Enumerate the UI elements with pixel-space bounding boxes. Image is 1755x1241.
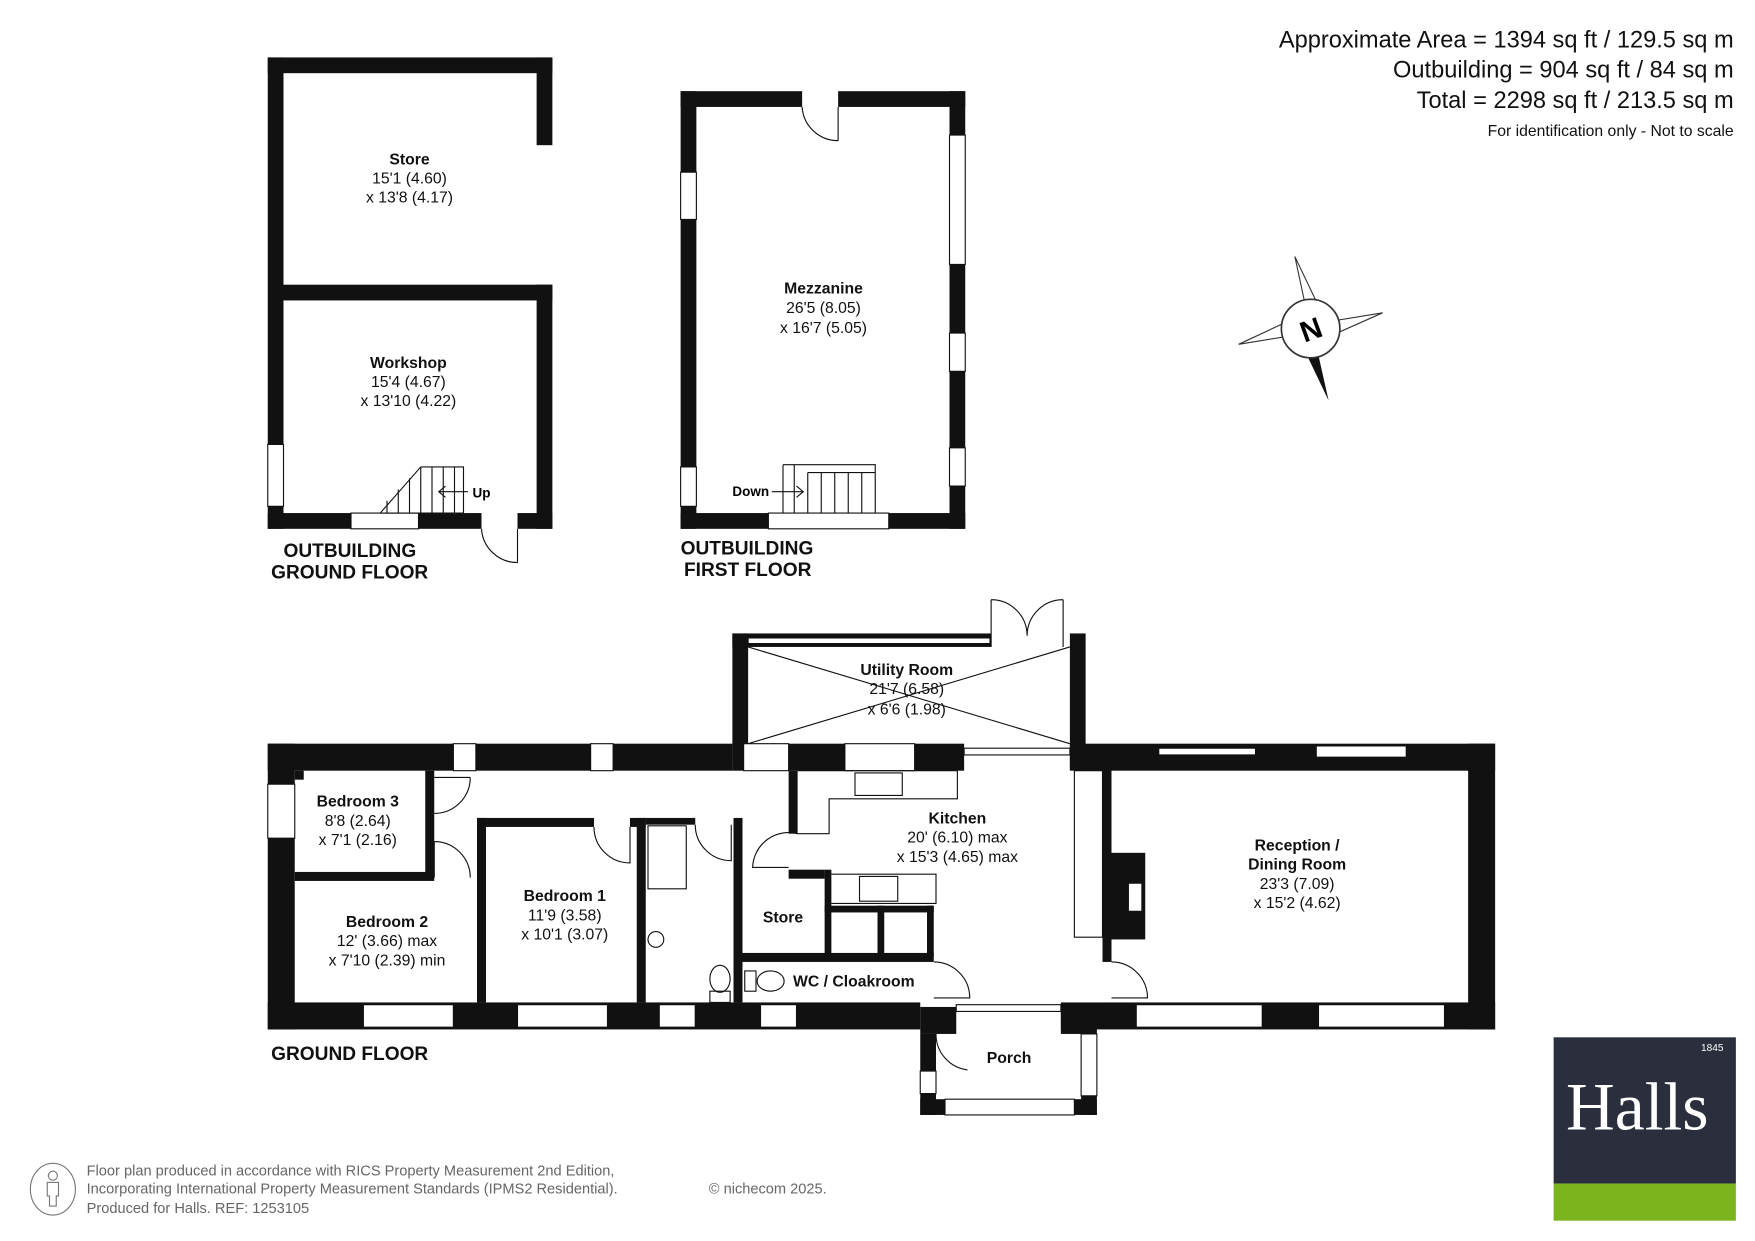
room-dim: x 10'1 (3.07) — [521, 926, 608, 943]
room-dim: 12' (3.66) max — [337, 933, 437, 950]
outbuilding-ground-floor-plan: Up Store 15'1 (4.60) x 13'8 (4.17) Works… — [267, 57, 553, 583]
room-dim: x 16'7 (5.05) — [780, 320, 867, 337]
room-name-bedroom-3: Bedroom 3 — [317, 794, 400, 811]
halls-logo: Halls 1845 — [1553, 1037, 1736, 1221]
footer-line-2: Incorporating International Property Mea… — [87, 1182, 618, 1198]
room-name-workshop: Workshop — [370, 355, 447, 372]
room-name-reception: Reception / — [1255, 838, 1341, 855]
room-name-mezzanine: Mezzanine — [784, 281, 863, 298]
floor-label: OUTBUILDING — [284, 541, 417, 562]
ground-floor-plan: Utility Room 21'7 (6.58) x 6'6 (1.98) Be… — [267, 599, 1496, 1116]
area-summary: Approximate Area = 1394 sq ft / 129.5 sq… — [1279, 27, 1734, 140]
room-dim: x 7'1 (2.16) — [319, 832, 397, 849]
floor-label: OUTBUILDING — [681, 539, 814, 560]
room-name-utility: Utility Room — [860, 662, 953, 679]
floor-label: GROUND FLOOR — [271, 562, 428, 583]
outbuilding-first-floor-plan: Down Mezzanine 26'5 (8.05) x 16'7 (5.05)… — [680, 91, 966, 581]
logo-text: Halls — [1566, 1070, 1708, 1145]
room-dim: x 6'6 (1.98) — [868, 701, 946, 718]
footer-line-1: Floor plan produced in accordance with R… — [87, 1164, 615, 1180]
stairs-down: Down — [732, 464, 876, 514]
person-scale-icon — [29, 1162, 76, 1216]
room-name-store: Store — [763, 910, 804, 927]
floor-label: FIRST FLOOR — [684, 560, 812, 581]
stairs-down-label: Down — [732, 484, 769, 499]
approximate-area: Approximate Area = 1394 sq ft / 129.5 sq… — [1279, 27, 1734, 53]
outbuilding-area: Outbuilding = 904 sq ft / 84 sq m — [1393, 58, 1734, 84]
room-dim: x 15'3 (4.65) max — [897, 849, 1018, 866]
disclaimer: For identification only - Not to scale — [1488, 123, 1734, 140]
room-name-dining: Dining Room — [1248, 857, 1346, 874]
logo-year: 1845 — [1701, 1043, 1724, 1054]
room-dim: x 13'10 (4.22) — [360, 393, 456, 410]
footer-copyright: © nichecom 2025. — [709, 1182, 827, 1198]
room-dim: 26'5 (8.05) — [786, 300, 861, 317]
footer: Floor plan produced in accordance with R… — [29, 1162, 827, 1217]
room-dim: x 7'10 (2.39) min — [329, 952, 446, 969]
room-name-porch: Porch — [987, 1050, 1032, 1067]
room-dim: 15'4 (4.67) — [371, 374, 446, 391]
room-dim: x 13'8 (4.17) — [366, 190, 453, 207]
room-name-bedroom-2: Bedroom 2 — [346, 914, 429, 931]
room-dim: 8'8 (2.64) — [325, 813, 391, 830]
room-dim: 15'1 (4.60) — [372, 170, 447, 187]
room-dim: 11'9 (3.58) — [528, 907, 602, 924]
room-dim: 20' (6.10) max — [907, 830, 1007, 847]
compass-icon: N — [1238, 256, 1383, 401]
footer-line-3: Produced for Halls. REF: 1253105 — [87, 1201, 310, 1217]
room-name-kitchen: Kitchen — [928, 811, 986, 828]
total-area: Total = 2298 sq ft / 213.5 sq m — [1417, 88, 1734, 114]
room-dim: x 15'2 (4.62) — [1254, 895, 1341, 912]
floor-label: GROUND FLOOR — [271, 1044, 428, 1065]
room-dim: 23'3 (7.09) — [1260, 876, 1335, 893]
room-name-bedroom-1: Bedroom 1 — [524, 888, 607, 905]
room-dim: 21'7 (6.58) — [869, 681, 944, 698]
stairs-up: Up — [379, 466, 491, 514]
room-name-store-outbuilding: Store — [389, 151, 430, 168]
stairs-up-label: Up — [473, 485, 491, 500]
room-name-wc: WC / Cloakroom — [793, 974, 915, 991]
